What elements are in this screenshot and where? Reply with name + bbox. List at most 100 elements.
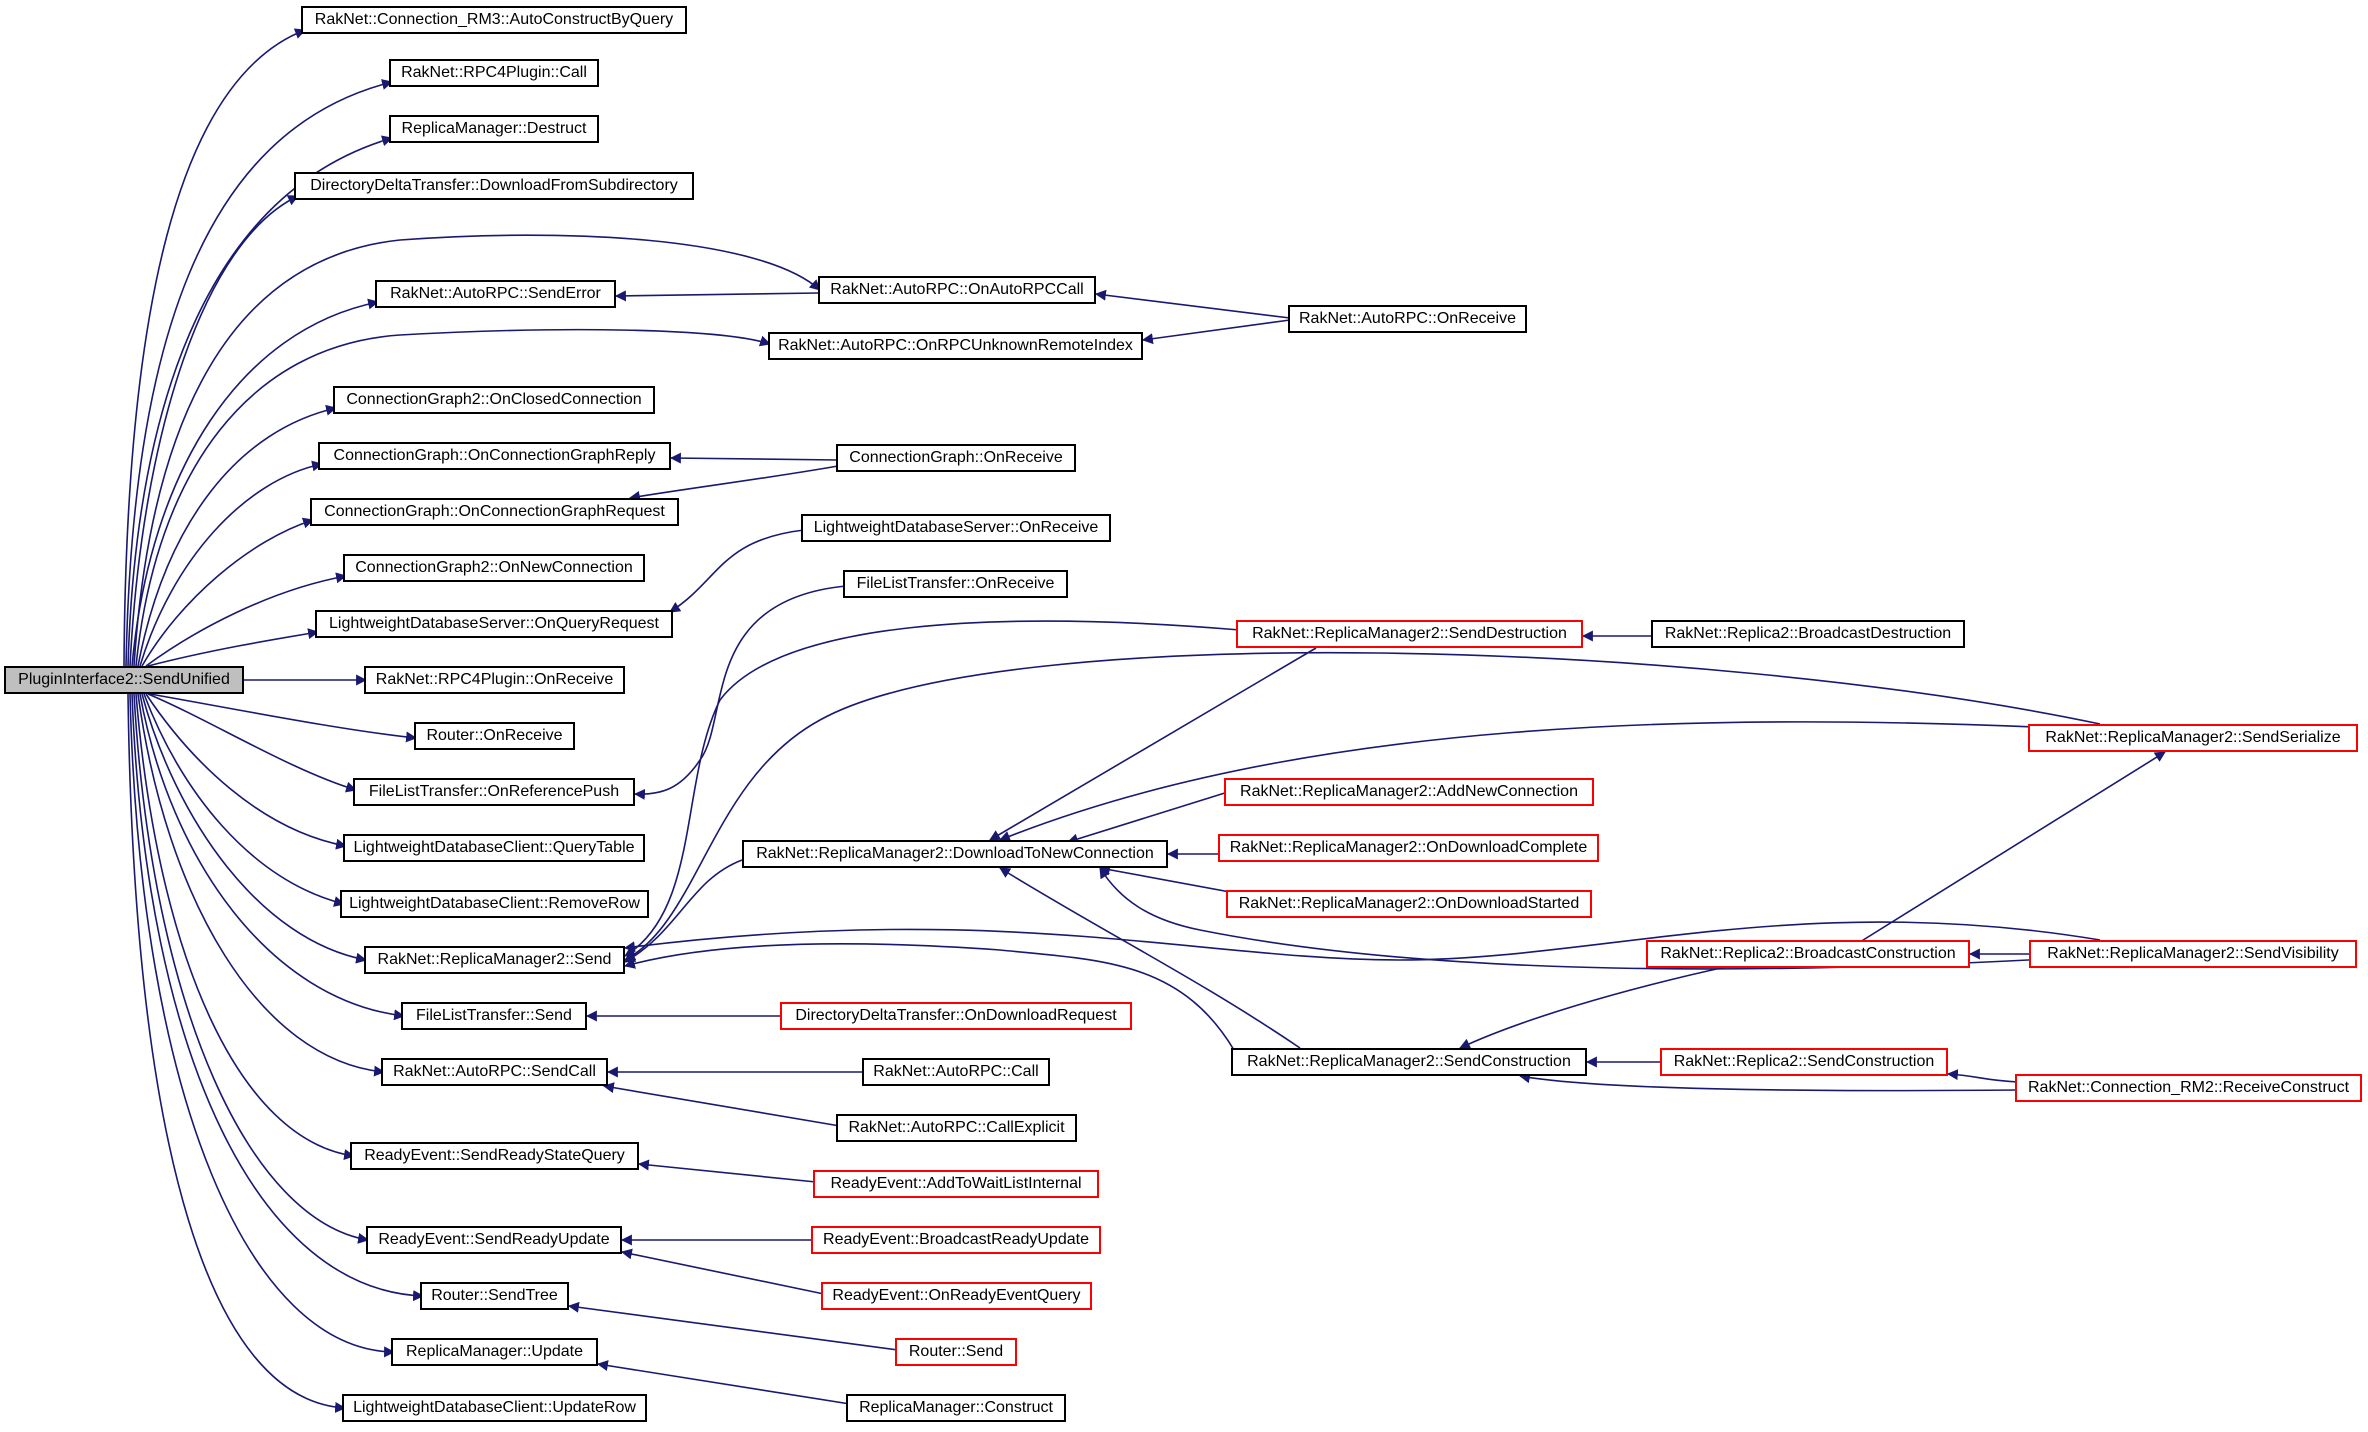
edge-root-to-cg2-new: [145, 572, 348, 667]
node-replicamanager-construct[interactable]: ReplicaManager::Construct: [846, 1394, 1066, 1422]
node-lightweightdatabaseclient-querytable[interactable]: LightweightDatabaseClient::QueryTable: [343, 834, 645, 862]
node-lightweightdatabaseserver-onqueryrequest[interactable]: LightweightDatabaseServer::OnQueryReques…: [315, 610, 673, 638]
node-directorydeltatransfer-ondownloadrequest[interactable]: DirectoryDeltaTransfer::OnDownloadReques…: [780, 1002, 1132, 1030]
edge-rm2-sendserialize-to-rm2-downloadtonew: [998, 721, 2101, 842]
node-replicamanager-update[interactable]: ReplicaManager::Update: [391, 1338, 598, 1366]
edge-autorpc-onreceive-to-autorpc-onrpcunknown: [1141, 319, 1291, 345]
node-readyevent-sendreadyupdate[interactable]: ReadyEvent::SendReadyUpdate: [366, 1226, 622, 1254]
node-autorpc-onreceive[interactable]: RakNet::AutoRPC::OnReceive: [1288, 305, 1527, 333]
edge-flt-onreceive-to-flt-onrefpush: [633, 585, 847, 800]
node-rpc4plugin-call[interactable]: RakNet::RPC4Plugin::Call: [389, 59, 599, 87]
edge-rm2-sendconstruction-to-rm2-send: [623, 943, 1235, 1051]
node-replicamanager2-ondownloadcomplete[interactable]: RakNet::ReplicaManager2::OnDownloadCompl…: [1218, 834, 1599, 862]
edge-root-to-rpc4-call: [125, 79, 394, 667]
edge-root-to-cg-request: [141, 517, 315, 667]
node-readyevent-onreadyeventquery[interactable]: ReadyEvent::OnReadyEventQuery: [821, 1282, 1092, 1310]
edge-root-to-flt-onrefpush: [147, 693, 358, 793]
node-replica2-broadcastconstruction[interactable]: RakNet::Replica2::BroadcastConstruction: [1646, 940, 1970, 968]
edge-cg-onreceive-to-cg-reply: [669, 452, 839, 464]
node-autorpc-sendcall[interactable]: RakNet::AutoRPC::SendCall: [381, 1058, 608, 1086]
node-router-send[interactable]: Router::Send: [895, 1338, 1017, 1366]
edge-root-to-ldc-querytable: [145, 693, 348, 850]
edge-root-to-rm-destruct: [127, 135, 394, 667]
edge-autorpc-callexplicit-to-autorpc-sendcall: [602, 1082, 841, 1127]
node-replica2-sendconstruction[interactable]: RakNet::Replica2::SendConstruction: [1660, 1048, 1948, 1076]
node-connectiongraph2-onclosedconnection[interactable]: ConnectionGraph2::OnClosedConnection: [333, 386, 655, 414]
edge-r2-broadcastconstruction-to-rm2-sendserialize: [1859, 751, 2166, 943]
node-replicamanager2-ondownloadstarted[interactable]: RakNet::ReplicaManager2::OnDownloadStart…: [1226, 890, 1592, 918]
node-autorpc-callexplicit[interactable]: RakNet::AutoRPC::CallExplicit: [836, 1114, 1077, 1142]
node-lightweightdatabaseclient-removerow[interactable]: LightweightDatabaseClient::RemoveRow: [340, 890, 649, 918]
node-connectiongraph-onconnectiongraphreply[interactable]: ConnectionGraph::OnConnectionGraphReply: [318, 442, 671, 470]
node-autorpc-call[interactable]: RakNet::AutoRPC::Call: [862, 1058, 1050, 1086]
node-connectiongraph-onreceive[interactable]: ConnectionGraph::OnReceive: [836, 444, 1076, 472]
edge-root-to-re-sendreadyupdate: [133, 693, 370, 1244]
edge-re-addtowait-to-re-sendreadystatequery: [637, 1159, 817, 1183]
node-router-sendtree[interactable]: Router::SendTree: [420, 1282, 569, 1310]
node-autorpc-senderror[interactable]: RakNet::AutoRPC::SendError: [375, 280, 616, 308]
node-replicamanager2-senddestruction[interactable]: RakNet::ReplicaManager2::SendDestruction: [1236, 620, 1583, 648]
edge-rm2-downloadtonew-to-rm2-send: [624, 859, 743, 963]
edge-rm2-ondlstarted-to-rm2-downloadtonew: [1098, 864, 1231, 893]
edge-router-send-to-router-sendtree: [567, 1301, 899, 1351]
node-replica2-broadcastdestruction[interactable]: RakNet::Replica2::BroadcastDestruction: [1651, 620, 1965, 648]
node-lightweightdatabaseclient-updaterow[interactable]: LightweightDatabaseClient::UpdateRow: [342, 1394, 647, 1422]
edge-root-to-autorpc-onrpcunknown: [135, 328, 772, 667]
edge-rm-construct-to-rm-update: [596, 1360, 851, 1405]
node-replicamanager2-sendvisibility[interactable]: RakNet::ReplicaManager2::SendVisibility: [2029, 940, 2357, 968]
edge-root-to-router-sendtree: [131, 693, 425, 1302]
edge-root-to-auto-construct: [123, 28, 307, 667]
node-connectiongraph-onconnectiongraphrequest[interactable]: ConnectionGraph::OnConnectionGraphReques…: [310, 498, 679, 526]
node-replicamanager2-sendconstruction[interactable]: RakNet::ReplicaManager2::SendConstructio…: [1231, 1048, 1587, 1076]
node-lightweightdatabaseserver-onreceive[interactable]: LightweightDatabaseServer::OnReceive: [801, 514, 1111, 542]
edge-root-to-autorpc-senderror: [131, 298, 380, 667]
edge-lds-onreceive-to-lds-query: [669, 529, 805, 613]
edge-crm2-receiveconstruct-to-rm2-sendconstruction: [1518, 1072, 2019, 1092]
edge-root-to-lds-query: [147, 628, 320, 667]
node-replicamanager-destruct[interactable]: ReplicaManager::Destruct: [389, 115, 599, 143]
edge-cg-onreceive-to-cg-request: [628, 465, 839, 502]
edge-autorpc-onautorpccall-to-autorpc-senderror: [614, 290, 819, 302]
edge-root-to-rm2-send: [141, 693, 368, 964]
edge-root-to-router-onreceive: [149, 693, 418, 743]
node-replicamanager2-sendserialize[interactable]: RakNet::ReplicaManager2::SendSerialize: [2028, 724, 2358, 752]
edge-rm2-senddestruction-to-rm2-downloadtonew: [989, 647, 1317, 841]
node-replicamanager2-addnewconnection[interactable]: RakNet::ReplicaManager2::AddNewConnectio…: [1224, 778, 1594, 806]
node-connection-rm2-receiveconstruct[interactable]: RakNet::Connection_RM2::ReceiveConstruct: [2015, 1074, 2362, 1102]
node-replicamanager2-downloadtonewconnection[interactable]: RakNet::ReplicaManager2::DownloadToNewCo…: [742, 840, 1168, 868]
node-readyevent-broadcastreadyupdate[interactable]: ReadyEvent::BroadcastReadyUpdate: [811, 1226, 1101, 1254]
node-readyevent-sendreadystatequery[interactable]: ReadyEvent::SendReadyStateQuery: [350, 1142, 639, 1170]
edge-root-to-autorpc-onautorpccall: [133, 234, 821, 667]
node-replicamanager2-send[interactable]: RakNet::ReplicaManager2::Send: [364, 946, 625, 974]
node-autorpc-onautorpccall[interactable]: RakNet::AutoRPC::OnAutoRPCCall: [818, 276, 1096, 304]
node-router-onreceive[interactable]: Router::OnReceive: [414, 722, 575, 750]
edge-re-onreadyeventquery-to-re-sendreadyupdate: [620, 1248, 825, 1295]
node-autorpc-onrpcunknownremoteindex[interactable]: RakNet::AutoRPC::OnRPCUnknownRemoteIndex: [768, 332, 1143, 360]
edge-rm2-addnew-to-rm2-downloadtonew: [1066, 791, 1229, 845]
node-plugininterface2-sendunified[interactable]: PluginInterface2::SendUnified: [4, 666, 244, 694]
edge-root-to-re-sendreadystatequery: [135, 693, 356, 1161]
node-directorydeltatransfer-downloadfromsubdirectory[interactable]: DirectoryDeltaTransfer::DownloadFromSubd…: [294, 172, 694, 200]
node-filelisttransfer-onreferencepush[interactable]: FileListTransfer::OnReferencePush: [353, 778, 635, 806]
node-filelisttransfer-onreceive[interactable]: FileListTransfer::OnReceive: [843, 570, 1068, 598]
node-rpc4plugin-onreceive[interactable]: RakNet::RPC4Plugin::OnReceive: [364, 666, 625, 694]
node-connectiongraph2-onnewconnection[interactable]: ConnectionGraph2::OnNewConnection: [343, 554, 645, 582]
edge-root-to-ldc-updaterow: [127, 693, 347, 1413]
node-filelisttransfer-send[interactable]: FileListTransfer::Send: [401, 1002, 587, 1030]
edge-root-to-ddt-download: [129, 195, 299, 667]
node-connection-rm3-autoconstructbyquery[interactable]: RakNet::Connection_RM3::AutoConstructByQ…: [301, 6, 687, 34]
edge-root-to-ldc-removerow: [143, 693, 346, 907]
edge-r2-broadcastconstruction-to-rm2-sendconstruction: [1459, 965, 1731, 1049]
edge-rm2-senddestruction-to-rm2-send: [624, 620, 1241, 957]
edge-rm2-sendvisibility-to-rm2-send: [623, 921, 2101, 961]
node-readyevent-addtowaitlistinternal[interactable]: ReadyEvent::AddToWaitListInternal: [813, 1170, 1099, 1198]
edge-root-to-flt-send: [139, 693, 406, 1021]
edge-rm2-sendconstruction-to-rm2-downloadtonew: [999, 867, 1301, 1049]
edge-root-to-cg2-closed: [137, 404, 338, 667]
edge-rm2-sendserialize-to-rm2-send: [624, 651, 2101, 961]
edge-crm2-receiveconstruct-to-r2-sendconstruction: [1946, 1069, 2019, 1083]
edge-root-to-cg-reply: [139, 460, 324, 667]
edge-root-to-autorpc-sendcall: [137, 693, 386, 1077]
